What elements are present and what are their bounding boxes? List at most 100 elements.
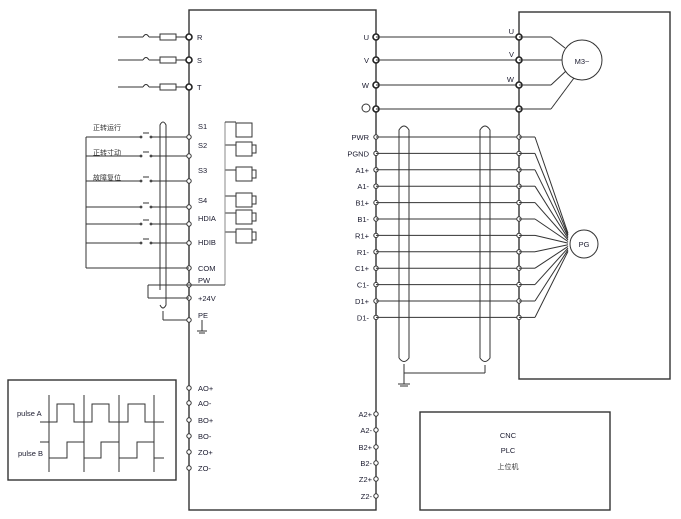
terminal-A2+	[373, 411, 379, 417]
resistor-icon	[159, 33, 177, 41]
switch-contact	[139, 222, 143, 226]
opto-output	[252, 144, 257, 154]
controller-line-plc: PLC	[501, 446, 516, 455]
terminal-T	[185, 83, 193, 91]
motor-label: M3~	[575, 57, 590, 66]
pulse-b-label: pulse B	[18, 449, 43, 458]
terminal-S4	[186, 204, 192, 210]
switch-contact	[139, 135, 143, 139]
terminal-HDIB	[186, 240, 192, 246]
switch-contact	[149, 135, 153, 139]
terminal-Z2+	[373, 476, 379, 482]
opto-output	[252, 169, 257, 179]
encoder-label-PGND: PGND	[347, 149, 369, 158]
terminal-A2-	[373, 427, 379, 433]
encoder-wire-B1-	[534, 218, 569, 242]
encoder-label-B1+: B1+	[355, 199, 369, 208]
terminal-R	[185, 33, 193, 41]
input-label-HDIB: HDIB	[198, 238, 216, 247]
encoder-wire-R1-	[534, 244, 569, 253]
switch-contact	[139, 154, 143, 158]
power-label-R: R	[197, 33, 203, 42]
terminal-S2	[186, 153, 192, 159]
encoder-wire-C1+	[534, 246, 569, 269]
motor-wire	[550, 70, 567, 86]
power-label-S: S	[197, 56, 202, 65]
terminal-PE	[186, 317, 192, 323]
encoder-wire-PGND	[534, 153, 569, 236]
power-label-T: T	[197, 83, 202, 92]
switch-contact	[149, 205, 153, 209]
terminal-HDIA	[186, 221, 192, 227]
encoder-label-D1-: D1-	[357, 313, 370, 322]
output-label-BO+: BO+	[198, 416, 214, 425]
common-label-+24V: +24V	[198, 294, 216, 303]
motor-wire	[550, 77, 575, 110]
optocoupler-icon	[235, 192, 253, 208]
encoder-label-R1+: R1+	[355, 231, 370, 240]
encoder-label: PG	[579, 240, 590, 249]
pulse-grid-lines	[48, 395, 155, 472]
terminal-AO-	[186, 400, 192, 406]
controller-box	[419, 411, 611, 511]
drive-unit-box	[188, 9, 377, 511]
pulse-a-label: pulse A	[17, 409, 42, 418]
encoder-icon	[569, 229, 599, 259]
optocoupler-icon	[235, 209, 253, 225]
output-label-ZO-: ZO-	[198, 464, 211, 473]
pulse-input-label-A2-: A2-	[360, 426, 372, 435]
input-label-S4: S4	[198, 196, 207, 205]
encoder-wire-A1+	[534, 169, 569, 237]
output-label-AO+: AO+	[198, 384, 214, 393]
encoder-wire-A1-	[534, 185, 569, 239]
common-label-PE: PE	[198, 311, 208, 320]
switch-contact	[149, 241, 153, 245]
switch-contact	[149, 154, 153, 158]
terminal-ZO+	[186, 449, 192, 455]
optocoupler-icon	[235, 122, 253, 138]
output-label-ZO+: ZO+	[198, 448, 213, 457]
optocoupler-icon	[235, 166, 253, 182]
switch-contact	[139, 179, 143, 183]
terminal-S1	[186, 134, 192, 140]
drive-motor-label-W: W	[362, 81, 370, 90]
opto-output	[252, 212, 257, 222]
terminal-Z2-	[373, 493, 379, 499]
waveform-box	[7, 379, 177, 481]
encoder-wire-C1-	[534, 247, 569, 285]
encoder-wire-D1+	[534, 249, 569, 302]
switch-label-S2: 正转寸动	[93, 148, 121, 157]
terminal-BO+	[186, 417, 192, 423]
encoder-wire-D1-	[534, 251, 569, 318]
output-label-BO-: BO-	[198, 432, 212, 441]
terminal-B2-	[373, 460, 379, 466]
terminal-B2+	[373, 444, 379, 450]
pulse-b-waveform	[40, 441, 164, 459]
encoder-wire-PWR	[534, 136, 569, 234]
drive-motor-label-V: V	[364, 56, 369, 65]
terminal-BO-	[186, 433, 192, 439]
input-label-HDIA: HDIA	[198, 214, 216, 223]
drive-motor-label-U: U	[364, 33, 369, 42]
terminal-ZO-	[186, 465, 192, 471]
common-label-COM: COM	[198, 264, 216, 273]
optocoupler-icon	[235, 141, 253, 157]
switch-contact	[149, 222, 153, 226]
switch-contact	[149, 179, 153, 183]
resistor-icon	[159, 83, 177, 91]
motor-label-V: V	[509, 50, 514, 59]
encoder-wire-R1+	[534, 234, 569, 244]
encoder-label-B1-: B1-	[357, 215, 369, 224]
switch-label-S1: 正转运行	[93, 123, 121, 132]
input-label-S2: S2	[198, 141, 207, 150]
encoder-label-D1+: D1+	[355, 297, 370, 306]
input-label-S1: S1	[198, 122, 207, 131]
encoder-label-C1-: C1-	[357, 281, 370, 290]
controller-line-host: 上位机	[498, 462, 519, 471]
opto-output	[252, 195, 257, 205]
motor-label-U: U	[509, 27, 514, 36]
pulse-input-label-Z2+: Z2+	[359, 475, 373, 484]
fuse-icon	[142, 57, 150, 61]
fuse-icon	[142, 84, 150, 88]
